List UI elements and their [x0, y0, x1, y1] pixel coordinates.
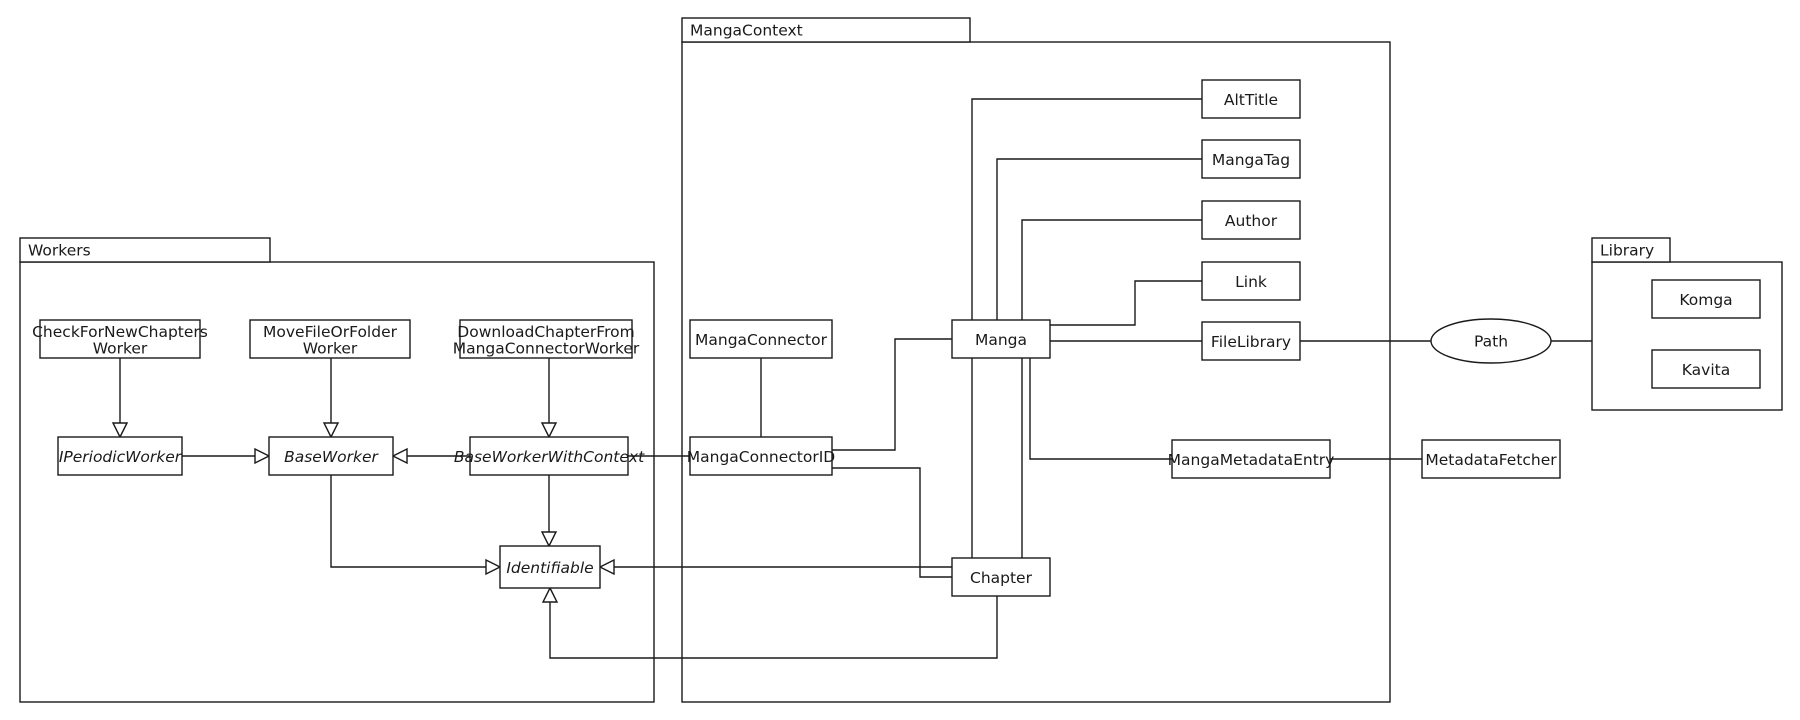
node-box-download-chapter-from-manga-connector-worker[interactable]: [459, 319, 633, 359]
package-label-manga-context: MangaContext: [690, 22, 803, 40]
node-metadata-fetcher[interactable]: MetadataFetcher: [1421, 439, 1561, 479]
node-box-manga-tag[interactable]: [1201, 139, 1301, 179]
node-manga-connector[interactable]: MangaConnector: [689, 319, 833, 359]
node-label-komga: Komga: [1679, 291, 1732, 309]
node-label-manga: Manga: [975, 331, 1027, 349]
node-label-chapter: Chapter: [970, 569, 1033, 587]
node-manga[interactable]: Manga: [951, 319, 1051, 359]
node-box-alt-title[interactable]: [1201, 79, 1301, 119]
arrowhead-arrow-move-to-base: [322, 422, 340, 439]
node-manga-metadata-entry[interactable]: MangaMetadataEntry: [1168, 439, 1335, 479]
node-label-path: Path: [1474, 333, 1508, 351]
node-box-chapter[interactable]: [951, 557, 1051, 597]
arrowhead-arrow-download-to-bwc: [540, 422, 558, 439]
arrowhead-arrow-manga-to-identifiable: [598, 558, 615, 576]
edge-manga-to-author: [1021, 219, 1202, 320]
node-box-move-file-or-folder-worker[interactable]: [249, 319, 411, 359]
node-kavita[interactable]: Kavita: [1651, 349, 1761, 389]
node-box-check-for-new-chapters-worker[interactable]: [39, 319, 201, 359]
node-label-file-library: FileLibrary: [1211, 333, 1291, 351]
node-manga-tag[interactable]: MangaTag: [1201, 139, 1301, 179]
node-author[interactable]: Author: [1201, 200, 1301, 240]
arrowhead-arrow-bwc-to-base: [391, 447, 408, 465]
arrowhead-layer: [111, 422, 615, 603]
node-alt-title[interactable]: AltTitle: [1201, 79, 1301, 119]
edge-manga-to-link: [1050, 280, 1202, 326]
edge-chapter-to-identifiable: [549, 596, 998, 659]
node-box-manga-connector-id[interactable]: [689, 436, 833, 476]
edge-manga-connector-id-to-manga: [832, 338, 952, 451]
arrowhead-arrow-base-to-identifiable: [485, 558, 502, 576]
node-label-manga-connector: MangaConnector: [695, 331, 828, 349]
node-box-manga[interactable]: [951, 319, 1051, 359]
arrowhead-arrow-iperiodic-to-base: [254, 447, 271, 465]
node-label-metadata-fetcher: MetadataFetcher: [1425, 451, 1557, 469]
node-box-base-worker-with-context[interactable]: [469, 436, 629, 476]
arrowhead-arrow-check-to-iperiodic: [111, 422, 129, 439]
node-identifiable[interactable]: Identifiable: [499, 545, 601, 589]
node-box-link[interactable]: [1201, 261, 1301, 301]
node-box-identifiable[interactable]: [499, 545, 601, 589]
node-box-metadata-fetcher[interactable]: [1421, 439, 1561, 479]
package-tab-library: [1591, 237, 1671, 263]
node-box-manga-metadata-entry[interactable]: [1171, 439, 1331, 479]
edge-manga-to-alt-title: [971, 98, 1202, 320]
node-label-base-worker: BaseWorker: [284, 448, 379, 466]
node-box-komga[interactable]: [1651, 279, 1761, 319]
node-label-author: Author: [1225, 212, 1278, 230]
package-tab-workers: [19, 237, 271, 263]
node-box-file-library[interactable]: [1201, 321, 1301, 361]
node-label-base-worker-with-context: BaseWorkerWithContext: [454, 448, 645, 466]
node-box-iperiodic-worker[interactable]: [57, 436, 183, 476]
package-label-library: Library: [1600, 242, 1654, 260]
node-base-worker[interactable]: BaseWorker: [268, 436, 394, 476]
node-label-manga-tag: MangaTag: [1212, 151, 1290, 169]
node-manga-connector-id[interactable]: MangaConnectorID: [687, 436, 836, 476]
node-box-manga-connector[interactable]: [689, 319, 833, 359]
node-box-author[interactable]: [1201, 200, 1301, 240]
node-box-base-worker[interactable]: [268, 436, 394, 476]
edge-manga-to-manga-metadata-entry: [1029, 358, 1172, 460]
node-komga[interactable]: Komga: [1651, 279, 1761, 319]
ellipse-layer: Path: [1430, 318, 1552, 364]
node-chapter[interactable]: Chapter: [951, 557, 1051, 597]
node-ellipse-path[interactable]: [1430, 318, 1552, 364]
arrowhead-arrow-chapter-to-identifiable: [541, 586, 559, 603]
node-label-alt-title: AltTitle: [1224, 91, 1278, 109]
edge-base-worker-to-identifiable: [330, 475, 486, 568]
node-base-worker-with-context[interactable]: BaseWorkerWithContext: [454, 436, 645, 476]
edge-manga-connector-id-to-chapter: [832, 467, 952, 578]
arrowhead-arrow-bwc-to-identifiable: [540, 531, 558, 548]
node-path[interactable]: Path: [1430, 318, 1552, 364]
package-tab-manga-context: [681, 17, 971, 43]
node-label-identifiable: Identifiable: [506, 559, 593, 577]
package-label-workers: Workers: [28, 242, 91, 260]
node-label-manga-connector-id: MangaConnectorID: [687, 448, 836, 466]
edge-manga-to-manga-tag: [996, 158, 1202, 320]
node-label-iperiodic-worker: IPeriodicWorker: [59, 448, 183, 466]
node-label-link: Link: [1235, 273, 1267, 291]
node-label-manga-metadata-entry: MangaMetadataEntry: [1168, 451, 1335, 469]
node-link[interactable]: Link: [1201, 261, 1301, 301]
node-file-library[interactable]: FileLibrary: [1201, 321, 1301, 361]
node-iperiodic-worker[interactable]: IPeriodicWorker: [57, 436, 183, 476]
node-box-kavita[interactable]: [1651, 349, 1761, 389]
node-label-kavita: Kavita: [1682, 361, 1730, 379]
